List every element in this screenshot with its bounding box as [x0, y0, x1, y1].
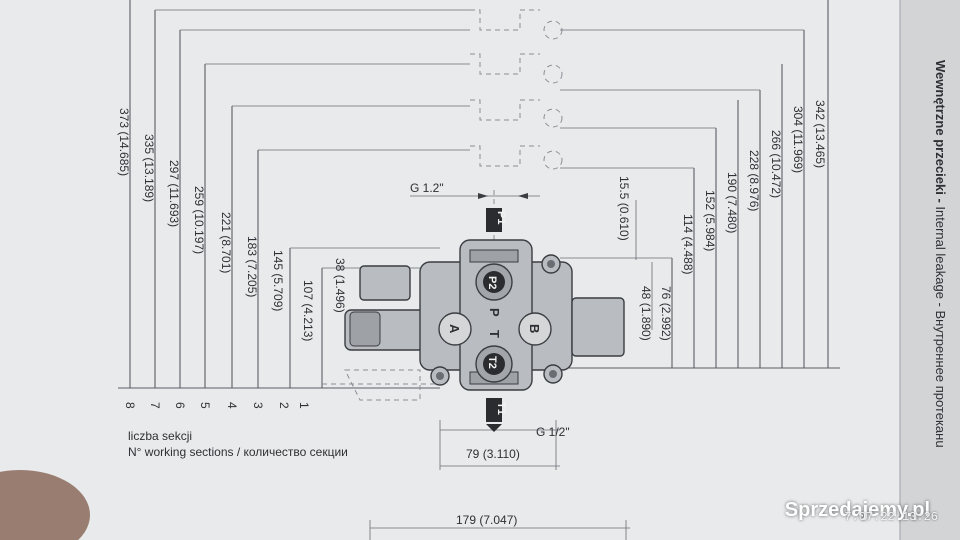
dim-114: 114 [681, 214, 695, 233]
side-dim-texts: 373 (14.685) 335 (13.189) 297 (11.693) 2… [117, 108, 347, 341]
svg-text:266 (10.472): 266 (10.472) [769, 130, 783, 198]
port-t2: T2 [486, 356, 498, 369]
arrow-down-icon [486, 424, 502, 432]
finger-shadow [0, 470, 90, 540]
dim-342: 342 [813, 100, 827, 120]
svg-text:228 (8.976): 228 (8.976) [747, 150, 761, 211]
dim-107: 107 [301, 280, 315, 300]
watermark-logo: Sprzedajemy.pl [784, 499, 930, 521]
port-t1: T1 [495, 402, 507, 415]
svg-text:6: 6 [173, 402, 187, 409]
svg-text:2: 2 [277, 402, 291, 409]
section-numbers: 8 7 6 5 4 3 2 1 [123, 402, 311, 409]
svg-text:107 (4.213): 107 (4.213) [301, 280, 315, 341]
dim-79-label: 79 (3.110) [466, 447, 520, 461]
page-edge [900, 0, 960, 540]
port-b: B [527, 324, 542, 333]
dim-183: 183 [245, 236, 259, 256]
dim-152: 152 [703, 190, 717, 210]
right-dimension-lines [560, 0, 840, 369]
dim-38: 38 [333, 258, 347, 272]
dim-228: 228 [747, 150, 761, 170]
dim-221: 221 [219, 212, 233, 232]
port-p1: P1 [495, 211, 507, 224]
date-stamp: 7.07.22 13:26 [844, 510, 938, 524]
dim-266: 266 [769, 130, 783, 150]
dim-76: 76 [659, 286, 673, 300]
port-p2: P2 [486, 276, 498, 289]
svg-text:114 (4.488): 114 (4.488) [681, 214, 695, 275]
svg-text:304 (11.969): 304 (11.969) [791, 106, 805, 173]
valve-body [322, 239, 625, 401]
svg-text:259 (10.197): 259 (10.197) [192, 186, 206, 254]
dim-15-5: 15.5 [617, 176, 631, 200]
svg-text:5: 5 [198, 402, 212, 409]
dim-259: 259 [192, 186, 206, 206]
dim-335: 335 [142, 134, 156, 154]
port-a: A [447, 324, 462, 334]
caption-multi: N° working sections / количество секции [128, 445, 348, 459]
svg-text:38 (1.496): 38 (1.496) [333, 258, 347, 313]
thread-bottom-label: G 1/2" [536, 425, 570, 439]
side-dimension-lines [118, 0, 470, 389]
port-p1-box [486, 208, 502, 232]
right-dim-texts: 342 (13.465) 304 (11.969) 266 (10.472) 2… [617, 100, 827, 341]
svg-text:76 (2.992): 76 (2.992) [659, 286, 673, 341]
port-t: T [487, 330, 502, 338]
svg-text:15.5 (0.610): 15.5 (0.610) [617, 176, 631, 241]
svg-text:342 (13.465): 342 (13.465) [813, 100, 827, 168]
svg-text:335 (13.189): 335 (13.189) [142, 134, 156, 202]
section-title: Wewnętrzne przecieki - Internal leakage … [933, 60, 948, 448]
svg-text:4: 4 [225, 402, 239, 409]
svg-text:297 (11.693): 297 (11.693) [167, 160, 181, 227]
port-p: P [487, 308, 502, 317]
caption-pl: liczba sekcji [128, 429, 192, 443]
svg-text:183 (7.205): 183 (7.205) [245, 236, 259, 297]
thread-top-label: G 1.2" [410, 181, 444, 195]
svg-text:152 (5.984): 152 (5.984) [703, 190, 717, 251]
dim-373: 373 [117, 108, 131, 128]
dim-297: 297 [167, 160, 181, 180]
svg-text:48 (1.890): 48 (1.890) [639, 286, 653, 341]
svg-text:8: 8 [123, 402, 137, 409]
svg-text:190 (7.480): 190 (7.480) [725, 172, 739, 233]
port-t1-box [486, 398, 502, 422]
svg-text:221 (8.701): 221 (8.701) [219, 212, 233, 273]
svg-text:3: 3 [251, 402, 265, 409]
svg-text:7: 7 [148, 402, 162, 409]
dim-48: 48 [639, 286, 653, 300]
svg-text:1: 1 [297, 402, 311, 409]
dim-179-label: 179 (7.047) [456, 513, 517, 527]
svg-text:373 (14.685): 373 (14.685) [117, 108, 131, 176]
svg-text:145 (5.709): 145 (5.709) [271, 250, 285, 311]
dim-190: 190 [725, 172, 739, 192]
port-labels: P1 P2 P T T2 T1 A B [447, 208, 542, 432]
dim-145: 145 [271, 250, 285, 270]
dim-304: 304 [791, 106, 805, 126]
